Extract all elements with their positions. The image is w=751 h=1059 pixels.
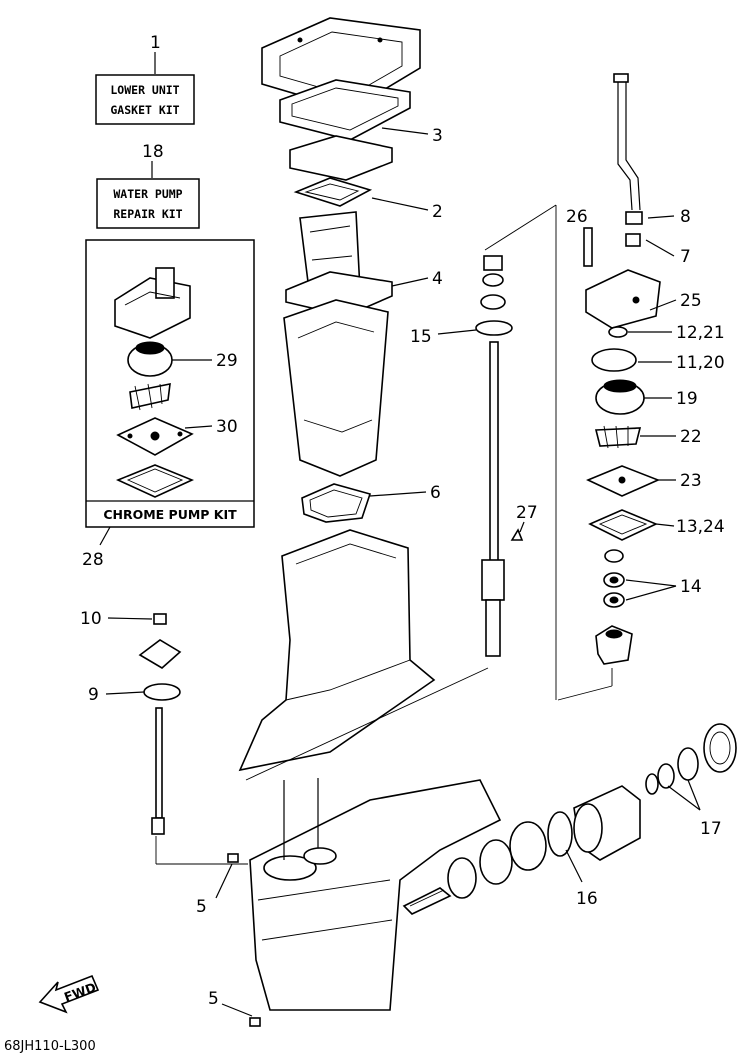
chrome-pump-gasket-part xyxy=(115,464,195,498)
bearing-housing-part xyxy=(573,785,641,861)
screw-5-upper-part xyxy=(227,853,239,863)
callout-4: 4 xyxy=(432,269,443,289)
shift-rod-part xyxy=(138,613,182,835)
callout-7: 7 xyxy=(680,247,691,267)
gasket-4-part xyxy=(285,271,393,317)
exhaust-plate-part xyxy=(289,135,393,181)
oil-seals-14-part xyxy=(603,549,625,608)
water-pump-line2: REPAIR KIT xyxy=(113,207,182,221)
callout-19: 19 xyxy=(676,389,698,409)
callout-28: 28 xyxy=(82,550,104,570)
callout-17: 17 xyxy=(700,819,722,839)
gasket-13-part xyxy=(588,509,658,541)
screw-5-lower-part xyxy=(249,1017,261,1027)
diagram-code: 68JH110-L300 xyxy=(4,1039,96,1054)
o-ring-16-part xyxy=(547,811,573,857)
chrome-pump-impeller-part xyxy=(129,382,171,411)
pump-housing-part xyxy=(585,269,661,329)
water-pump-line1: WATER PUMP xyxy=(113,187,182,201)
lower-unit-housing-part xyxy=(238,529,436,772)
bolt-26-part xyxy=(583,227,593,267)
callout-25: 25 xyxy=(680,291,702,311)
seal-7-part xyxy=(625,233,641,247)
callout-22: 22 xyxy=(680,427,702,447)
fwd-arrow-icon: FWD xyxy=(38,974,100,1014)
o-ring-12-part xyxy=(608,326,628,338)
callout-5-lower: 5 xyxy=(208,989,219,1009)
lower-unit-line1: LOWER UNIT xyxy=(110,83,179,97)
callout-23: 23 xyxy=(680,471,702,491)
gasket-3-part xyxy=(279,79,411,141)
lower-unit-line2: GASKET KIT xyxy=(110,103,179,117)
callout-5-upper: 5 xyxy=(196,897,207,917)
chrome-pump-kit-box: CHROME PUMP KIT 28 29 30 xyxy=(82,239,255,570)
woodruff-key-part xyxy=(510,528,524,541)
water-tube-part xyxy=(613,73,641,211)
callout-9: 9 xyxy=(88,685,99,705)
callout-11-20: 11,20 xyxy=(676,353,725,373)
gasket-6-part xyxy=(301,483,372,523)
callout-3: 3 xyxy=(432,126,443,146)
chrome-pump-kit-label: CHROME PUMP KIT xyxy=(103,507,237,522)
callout-10: 10 xyxy=(80,609,102,629)
propeller-shaft-part xyxy=(402,887,452,915)
callout-29: 29 xyxy=(216,351,238,371)
callout-27: 27 xyxy=(516,503,538,523)
drive-shaft-part xyxy=(475,255,513,657)
oil-seal-housing-part xyxy=(595,625,633,665)
gearcase-part xyxy=(249,779,502,1011)
chrome-pump-plate-part xyxy=(116,417,194,456)
callout-26: 26 xyxy=(566,207,588,227)
callout-13-24: 13,24 xyxy=(676,517,725,537)
impeller-22-part xyxy=(594,425,642,449)
callout-16: 16 xyxy=(576,889,598,909)
gasket-2-part xyxy=(293,177,373,207)
fwd-label: FWD xyxy=(62,979,98,1004)
grommet-8-part xyxy=(625,211,643,225)
callout-2: 2 xyxy=(432,202,443,222)
gear-part xyxy=(447,821,547,899)
water-pump-repair-kit-label: 18 WATER PUMP REPAIR KIT xyxy=(96,142,200,229)
callout-1: 1 xyxy=(150,33,161,53)
callout-6: 6 xyxy=(430,483,441,503)
callout-30: 30 xyxy=(216,417,238,437)
callout-18: 18 xyxy=(142,142,164,162)
callout-14: 14 xyxy=(680,577,702,597)
chrome-pump-housing-part xyxy=(114,267,191,339)
chrome-pump-cup-part xyxy=(127,341,173,377)
outer-plate-23-part xyxy=(586,465,661,497)
upper-casing-part xyxy=(283,299,389,477)
callout-8: 8 xyxy=(680,207,691,227)
callout-12-21: 12,21 xyxy=(676,323,725,343)
callout-15: 15 xyxy=(410,327,432,347)
insert-cartridge-19-part xyxy=(595,379,645,415)
seal-ring-11-part xyxy=(591,348,637,372)
lower-unit-gasket-kit-label: 1 LOWER UNIT GASKET KIT xyxy=(95,33,195,125)
small-parts-17-part xyxy=(645,723,737,795)
